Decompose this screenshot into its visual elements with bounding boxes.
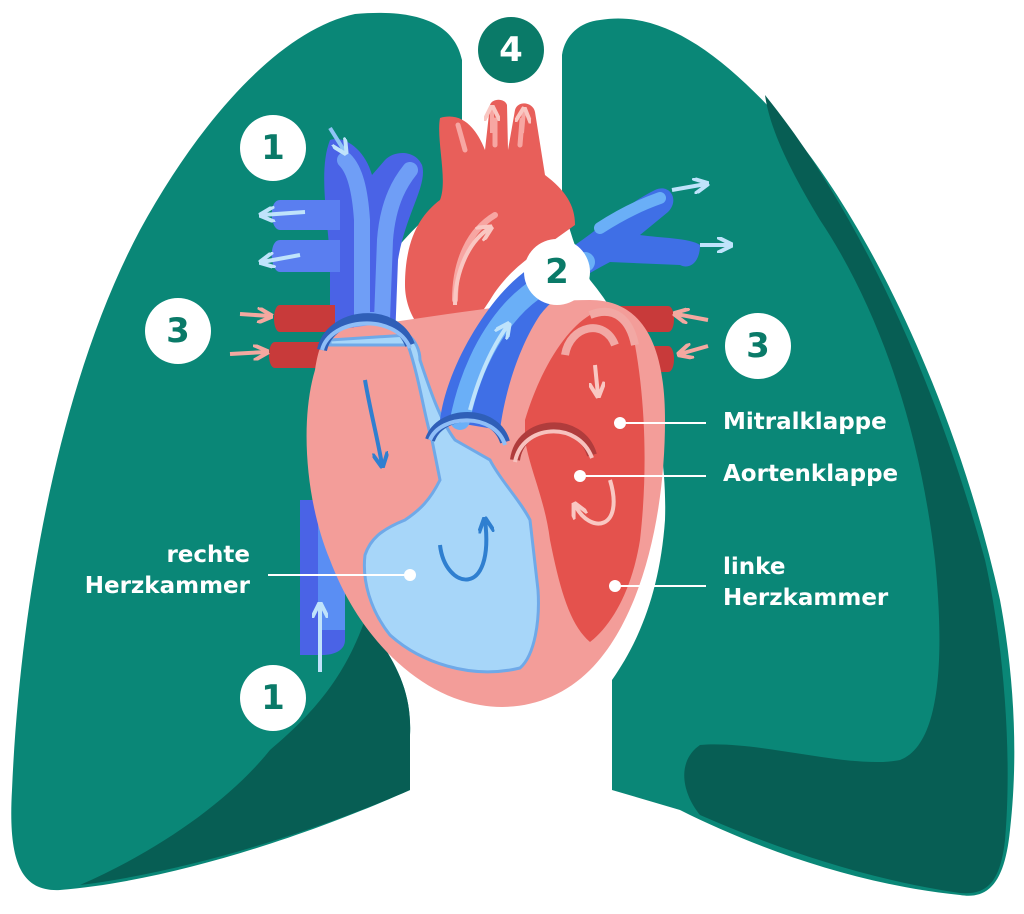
mitral-dot: [614, 417, 626, 429]
badge-pulmonary-artery: 2: [524, 239, 590, 305]
label-left-ventricle-line2: Herzkammer: [723, 585, 889, 611]
label-right-ventricle-line1: rechte: [166, 542, 250, 568]
aortic-dot: [574, 470, 586, 482]
valve-mitral: [561, 324, 619, 357]
aorta: [405, 99, 575, 345]
pulmonary-vein-left-top: [274, 305, 335, 332]
label-left-ventricle: linke Herzkammer: [723, 552, 888, 614]
label-mitral-valve: Mitralklappe: [723, 409, 887, 435]
label-aortic-valve: Aortenklappe: [723, 461, 899, 487]
right-lung-shadow: [684, 95, 1008, 894]
badge-vena-cava-top: 1: [240, 115, 306, 181]
label-right-ventricle-line2: Herzkammer: [84, 573, 250, 599]
left-lung-shadow: [80, 620, 411, 885]
badge-pulmonary-veins-right: 3: [725, 313, 791, 379]
badge-vena-cava-bottom: 1: [240, 665, 306, 731]
left-pulmonary-artery-branch-bottom: [271, 240, 340, 272]
right-lung: [562, 18, 1015, 896]
badge-aorta: 4: [478, 17, 544, 83]
label-left-ventricle-line1: linke: [723, 554, 786, 580]
left-ventricle-dot: [609, 580, 621, 592]
right-ventricle-dot: [404, 569, 416, 581]
pulmonary-artery: [440, 188, 700, 430]
left-pulmonary-artery-branch-top: [271, 200, 340, 230]
label-right-ventricle: rechte Herzkammer: [40, 540, 250, 602]
badge-pulmonary-veins-left: 3: [145, 298, 211, 364]
right-atrium-ventricle: [328, 333, 540, 674]
